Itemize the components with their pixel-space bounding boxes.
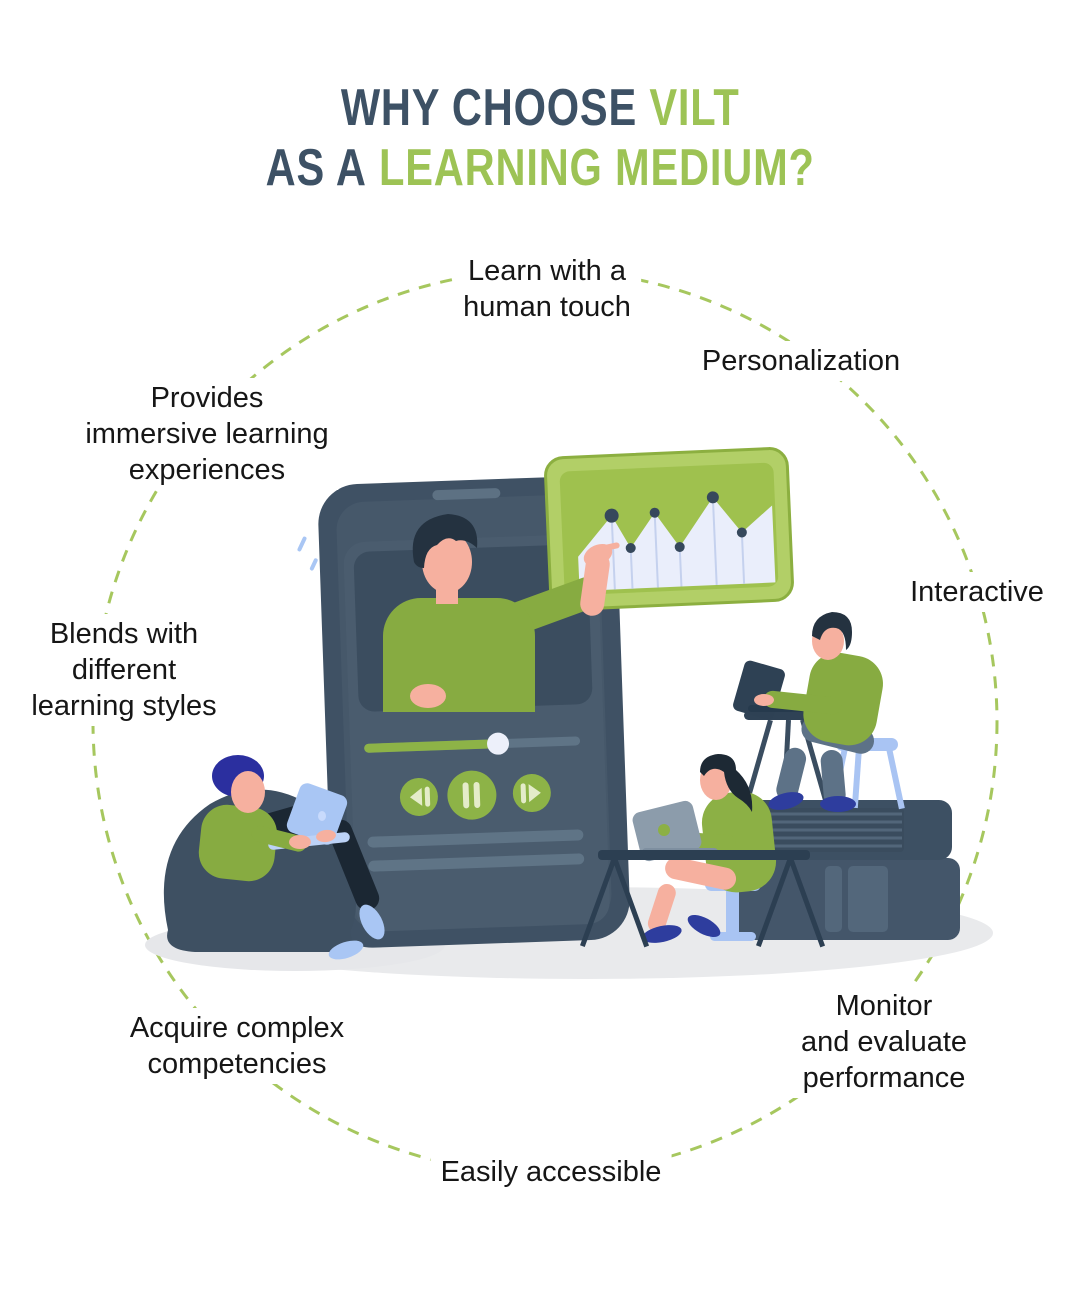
man2-hair bbox=[812, 612, 852, 650]
label-provides-immersive: Provides immersive learning experiences bbox=[75, 378, 339, 490]
man2-torso bbox=[803, 652, 883, 746]
title-line-2: AS A LEARNING MEDIUM? bbox=[0, 138, 1080, 198]
man2-shoe-2 bbox=[820, 796, 856, 812]
forward-icon bbox=[520, 783, 541, 804]
chart-data-dot bbox=[649, 507, 660, 518]
woman-flat-shoe-2 bbox=[687, 914, 721, 938]
chart-data-dot bbox=[736, 527, 747, 538]
text-bar-1 bbox=[367, 829, 584, 848]
laptop-on-table bbox=[733, 660, 804, 720]
page-title: WHY CHOOSE VILT AS A LEARNING MEDIUM? bbox=[0, 78, 1080, 198]
pause-button bbox=[447, 770, 497, 820]
label-monitor-evaluate: Monitor and evaluate performance bbox=[790, 986, 978, 1098]
woman-shin bbox=[647, 883, 676, 933]
woman-flat-shoe bbox=[642, 925, 682, 943]
chart-data-dot bbox=[674, 541, 685, 552]
title-line2-dark: AS A bbox=[265, 139, 367, 197]
man2-hand bbox=[754, 694, 774, 706]
instructor-forearm bbox=[580, 552, 610, 616]
woman-hair-ponytail bbox=[700, 754, 753, 812]
man1-hand-2 bbox=[316, 829, 336, 843]
chart-data-dot bbox=[706, 491, 719, 504]
title-line-1: WHY CHOOSE VILT bbox=[0, 78, 1080, 138]
woman-thigh bbox=[665, 857, 737, 890]
instructor-pointing-hand bbox=[583, 542, 620, 567]
label-blends-styles: Blends with different learning styles bbox=[21, 614, 227, 726]
desk bbox=[580, 850, 826, 948]
accent-ticks bbox=[297, 536, 318, 571]
tablet-speaker bbox=[432, 488, 501, 501]
chart-stem bbox=[629, 547, 634, 589]
instructor-hair bbox=[412, 514, 478, 568]
chart-stem bbox=[678, 546, 683, 587]
man1-shoe-2 bbox=[328, 940, 364, 960]
chart-stem bbox=[740, 532, 746, 584]
chart-stem bbox=[711, 497, 718, 586]
instructor-hip-hand bbox=[410, 684, 446, 708]
rewind-icon bbox=[409, 786, 431, 807]
man2-arm bbox=[763, 690, 842, 715]
man1-shoe bbox=[359, 904, 385, 940]
progress-fill bbox=[364, 739, 499, 753]
instructor bbox=[383, 514, 620, 712]
instructor-torso-lower bbox=[383, 668, 535, 712]
book-bottom bbox=[728, 858, 960, 940]
man2-shin bbox=[776, 747, 807, 801]
man-on-stool bbox=[733, 612, 905, 812]
chart-stem bbox=[610, 515, 616, 590]
player-controls bbox=[399, 770, 551, 820]
man2-shin-2 bbox=[820, 749, 846, 806]
pause-icon bbox=[462, 781, 481, 809]
progress-bar bbox=[364, 732, 581, 755]
title-line1-green: VILT bbox=[649, 79, 740, 137]
label-easily-accessible: Easily accessible bbox=[430, 1152, 672, 1192]
label-learn-human-touch: Learn with a human touch bbox=[453, 251, 641, 327]
man-on-beanbag bbox=[163, 755, 385, 960]
laptop-logo-dot bbox=[658, 824, 670, 836]
instructor-head bbox=[422, 531, 472, 593]
board-chart bbox=[578, 491, 776, 591]
label-acquire-complex: Acquire complex competencies bbox=[119, 1008, 355, 1084]
woman-at-desk bbox=[580, 754, 826, 948]
text-bar-2 bbox=[368, 853, 585, 872]
man1-torso bbox=[198, 804, 277, 882]
desk-top bbox=[598, 850, 810, 860]
man1-hand bbox=[289, 835, 311, 849]
progress-knob bbox=[487, 732, 510, 755]
man2-shoe bbox=[768, 792, 804, 810]
label-personalization: Personalization bbox=[691, 341, 911, 381]
title-line2-green: LEARNING MEDIUM? bbox=[378, 139, 815, 197]
chart-stem bbox=[653, 512, 659, 588]
books-stack bbox=[728, 800, 960, 940]
label-interactive: Interactive bbox=[900, 572, 1054, 612]
man1-head bbox=[231, 771, 265, 813]
chart-data-dot bbox=[604, 508, 619, 523]
title-line1-dark: WHY CHOOSE bbox=[340, 79, 637, 137]
chart-data-dot bbox=[625, 543, 636, 554]
